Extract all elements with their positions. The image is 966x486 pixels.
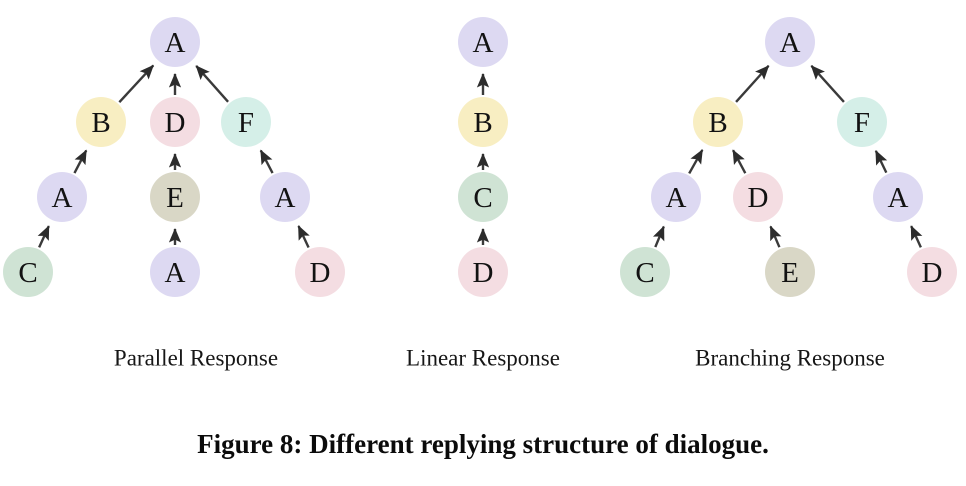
node-circle <box>76 97 126 147</box>
panel-labels-layer: Parallel Response Linear Response Branchin… <box>114 345 885 370</box>
node-label: A <box>888 182 909 214</box>
dialogue-node-a[interactable]: A <box>150 247 200 297</box>
edges-layer <box>37 64 923 249</box>
node-label: D <box>310 257 331 289</box>
node-label: A <box>473 27 494 59</box>
dialogue-node-a[interactable]: A <box>458 17 508 67</box>
edge-arrow <box>910 225 923 248</box>
node-label: E <box>781 257 799 289</box>
node-circle <box>295 247 345 297</box>
edge-arrow <box>195 65 229 103</box>
dialogue-node-a[interactable]: A <box>765 17 815 67</box>
edge-arrow <box>73 149 88 174</box>
edge-arrow <box>688 149 704 175</box>
node-label: C <box>473 182 492 214</box>
edge-arrow <box>732 149 747 174</box>
node-circle <box>150 172 200 222</box>
node-label: A <box>666 182 687 214</box>
node-label: D <box>922 257 943 289</box>
node-label: B <box>473 107 492 139</box>
node-circle <box>765 17 815 67</box>
node-label: F <box>854 107 870 139</box>
edge-arrow <box>37 225 50 248</box>
node-label: A <box>165 257 186 289</box>
dialogue-node-d[interactable]: D <box>907 247 957 297</box>
dialogue-node-d[interactable]: D <box>150 97 200 147</box>
edge-arrow <box>118 64 155 103</box>
node-circle <box>260 172 310 222</box>
node-circle <box>150 97 200 147</box>
dialogue-node-e[interactable]: E <box>765 247 815 297</box>
node-label: D <box>748 182 769 214</box>
dialogue-node-d[interactable]: D <box>295 247 345 297</box>
edge-arrow <box>652 225 665 248</box>
dialogue-node-d[interactable]: D <box>458 247 508 297</box>
dialogue-node-f[interactable]: F <box>837 97 887 147</box>
node-circle <box>620 247 670 297</box>
node-circle <box>458 17 508 67</box>
panel-label-branching: Branching Response <box>695 345 885 370</box>
node-circle <box>3 247 53 297</box>
node-circle <box>458 172 508 222</box>
node-circle <box>907 247 957 297</box>
dialogue-node-c[interactable]: C <box>620 247 670 297</box>
nodes-layer: A B D F A E A C A D A B C D A B F A D A C E D <box>3 17 957 297</box>
node-circle <box>873 172 923 222</box>
edge-arrow <box>297 225 310 249</box>
dialogue-node-a[interactable]: A <box>37 172 87 222</box>
node-circle <box>837 97 887 147</box>
dialogue-node-e[interactable]: E <box>150 172 200 222</box>
dialogue-node-b[interactable]: B <box>693 97 743 147</box>
node-circle <box>150 247 200 297</box>
dialogue-node-c[interactable]: C <box>458 172 508 222</box>
figure-caption: Figure 8: Different replying structure o… <box>197 429 769 459</box>
node-label: D <box>165 107 186 139</box>
node-label: A <box>52 182 73 214</box>
node-label: C <box>18 257 37 289</box>
node-label: F <box>238 107 254 139</box>
node-label: C <box>635 257 654 289</box>
dialogue-node-f[interactable]: F <box>221 97 271 147</box>
node-circle <box>458 97 508 147</box>
dialogue-node-a[interactable]: A <box>651 172 701 222</box>
node-label: B <box>708 107 727 139</box>
dialogue-node-d[interactable]: D <box>733 172 783 222</box>
dialogue-node-a[interactable]: A <box>260 172 310 222</box>
dialogue-node-b[interactable]: B <box>458 97 508 147</box>
node-circle <box>651 172 701 222</box>
node-circle <box>765 247 815 297</box>
node-circle <box>37 172 87 222</box>
dialogue-node-b[interactable]: B <box>76 97 126 147</box>
node-label: D <box>473 257 494 289</box>
dialogue-node-a[interactable]: A <box>873 172 923 222</box>
node-circle <box>733 172 783 222</box>
edge-arrow <box>735 64 770 103</box>
panel-label-parallel: Parallel Response <box>114 345 278 370</box>
node-label: A <box>780 27 801 59</box>
node-circle <box>693 97 743 147</box>
node-circle <box>458 247 508 297</box>
edge-arrow <box>810 64 845 103</box>
node-circle <box>221 97 271 147</box>
node-label: E <box>166 182 184 214</box>
edge-arrow <box>769 225 782 248</box>
edge-arrow <box>259 149 274 174</box>
node-circle <box>150 17 200 67</box>
dialogue-node-c[interactable]: C <box>3 247 53 297</box>
node-label: B <box>91 107 110 139</box>
edge-arrow <box>874 149 888 174</box>
node-label: A <box>165 27 186 59</box>
panel-label-linear: Linear Response <box>406 345 560 370</box>
node-label: A <box>275 182 296 214</box>
dialogue-node-a[interactable]: A <box>150 17 200 67</box>
